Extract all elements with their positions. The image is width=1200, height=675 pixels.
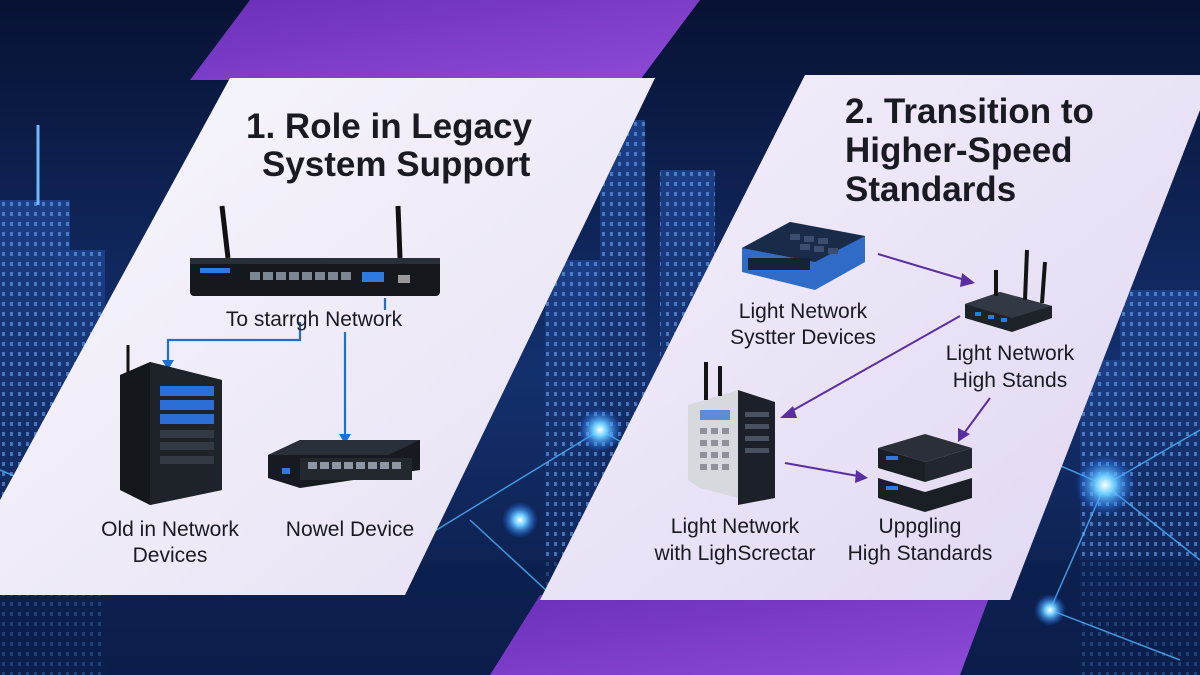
arrow-head-new (339, 434, 351, 444)
server-stack-icon (878, 434, 972, 512)
router-label-line1: Light Network (945, 342, 1075, 365)
network-switch-icon (268, 440, 420, 488)
transition-arrow-heads (780, 273, 975, 483)
rack-router-icon (190, 205, 440, 296)
tower-label-line1: Light Network (670, 515, 800, 538)
purple-band-bottom (490, 595, 990, 675)
transition-arrows (784, 253, 991, 477)
switch-label-line2: Systter Devices (730, 326, 876, 349)
new-device-label: Nowel Device (285, 518, 415, 541)
server-rack-icon (120, 345, 222, 505)
old-devices-label-line2: Devices (132, 544, 208, 567)
stack-label-line2: High Standards (847, 542, 993, 565)
right-panel-title-line1: 2. Transition to (845, 92, 1094, 131)
legacy-connection-arrows (166, 298, 387, 436)
stack-label-line1: Uppgling (878, 515, 962, 538)
left-panel-title-line2: System Support (262, 145, 531, 184)
blue-switch-icon (742, 222, 865, 290)
left-panel-title-line1: 1. Role in Legacy (246, 107, 532, 146)
right-panel-title-line3: Standards (845, 170, 1017, 209)
tower-label-line2: with LighScrectar (654, 542, 816, 565)
tower-device-icon (688, 362, 775, 505)
purple-band-top (190, 0, 700, 80)
arrow-head-old (162, 360, 174, 370)
old-devices-label-line1: Old in Network (101, 518, 239, 541)
router-label-line2: High Stands (952, 369, 1068, 392)
wifi-router-icon (965, 249, 1052, 332)
hub-label: To starrgh Network (225, 308, 403, 331)
switch-label-line1: Light Network (738, 300, 868, 323)
right-panel-title-line2: Higher-Speed (845, 131, 1073, 170)
